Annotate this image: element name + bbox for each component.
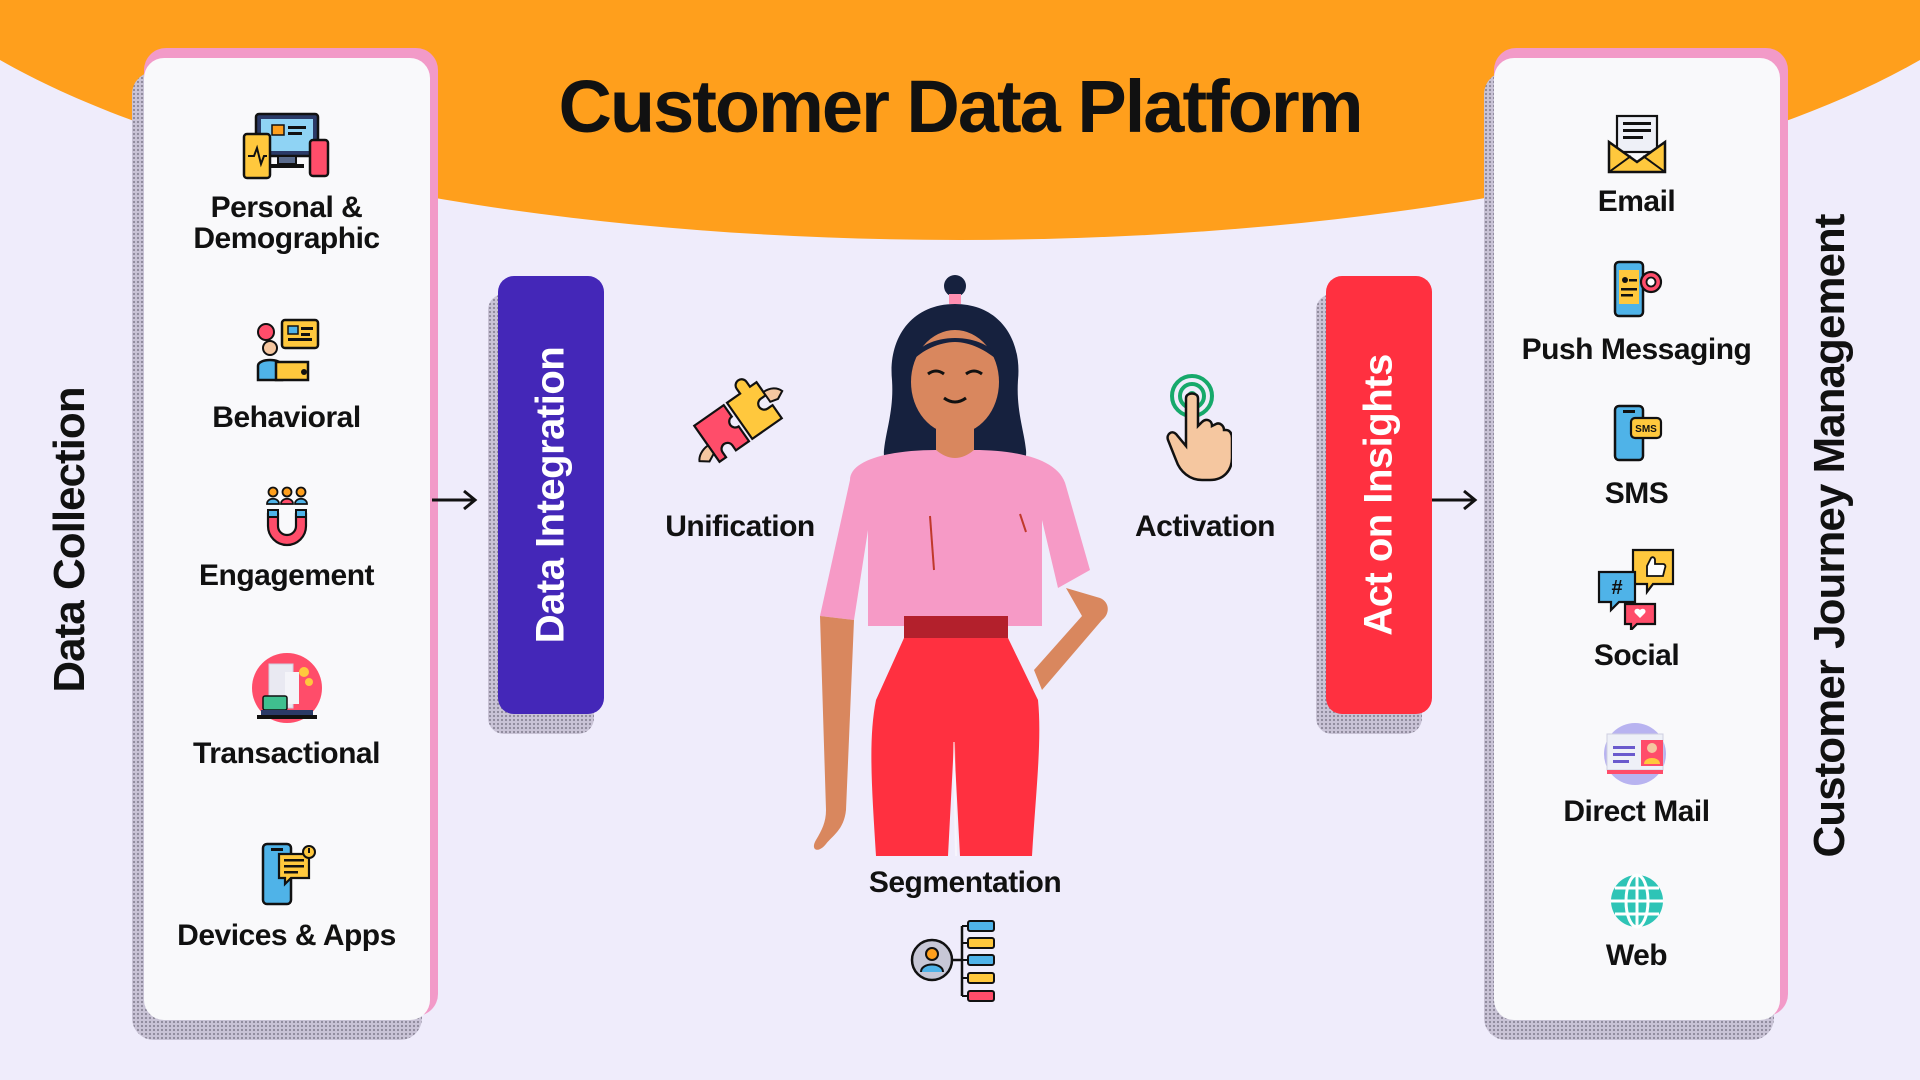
direct-mail-icon	[1603, 723, 1666, 785]
payment-icon	[251, 653, 322, 723]
right-item-label: SMS	[1604, 477, 1669, 510]
left-item-label: Behavioral	[212, 401, 361, 434]
sms-phone-icon: SMS	[1613, 404, 1662, 462]
left-item-transactional: Transactional	[144, 652, 429, 769]
left-item-label: Transactional	[193, 737, 380, 770]
social-bubbles-icon: #	[1597, 548, 1674, 630]
left-item-label: Devices & Apps	[177, 919, 396, 952]
left-item-label: Engagement	[198, 559, 375, 592]
left-item-personal: Personal & Demographic	[144, 110, 429, 254]
phone-chat-icon	[261, 842, 316, 906]
right-item-label: Email	[1597, 185, 1676, 218]
magnet-people-icon	[265, 486, 308, 547]
right-item-sms: SMS SMS	[1494, 404, 1779, 509]
arrow-right-icon	[1432, 489, 1478, 511]
segmentation-label: Segmentation	[868, 866, 1062, 899]
right-item-label: Web	[1605, 939, 1668, 972]
left-item-engagement: Engagement	[144, 486, 429, 591]
segmentation-tree-icon	[910, 920, 995, 1002]
puzzle-hands-icon	[692, 378, 784, 464]
envelope-icon	[1607, 114, 1666, 174]
act-on-insights-label: Act on Insights	[1356, 354, 1401, 636]
customer-journey-label: Customer Journey Management	[1805, 214, 1854, 858]
right-item-label: Push Messaging	[1521, 333, 1752, 366]
customer-illustration	[813, 275, 1108, 857]
left-item-devices: Devices & Apps	[144, 840, 429, 951]
right-item-direct-mail: Direct Mail	[1494, 720, 1779, 827]
data-integration-label: Data Integration	[528, 346, 573, 644]
right-item-push: Push Messaging	[1494, 260, 1779, 365]
data-collection-label: Data Collection	[45, 387, 94, 693]
right-item-web: Web	[1494, 872, 1779, 971]
devices-icon	[242, 112, 329, 180]
svg-text:SMS: SMS	[1635, 424, 1657, 435]
right-item-email: Email	[1494, 112, 1779, 217]
act-on-insights-pill	[1326, 276, 1432, 714]
data-integration-pill	[498, 276, 604, 714]
left-item-label-2: Demographic	[193, 222, 380, 255]
svg-text:#: #	[1611, 577, 1622, 599]
header-banner	[0, 0, 1920, 240]
click-hand-icon	[1166, 374, 1232, 482]
customer-journey-panel	[1494, 58, 1780, 1020]
activation-label: Activation	[1134, 510, 1276, 543]
right-item-label: Direct Mail	[1563, 795, 1710, 828]
unification-label: Unification	[665, 510, 815, 543]
arrow-right-icon	[432, 489, 478, 511]
globe-icon	[1610, 873, 1663, 929]
person-laptop-icon	[256, 318, 319, 382]
left-item-behavioral: Behavioral	[144, 316, 429, 433]
page-title: Customer Data Platform	[558, 65, 1363, 148]
push-phone-icon	[1613, 260, 1662, 318]
left-item-label: Personal &	[210, 191, 363, 224]
right-item-label: Social	[1593, 639, 1680, 672]
right-item-social: # Social	[1494, 548, 1779, 671]
